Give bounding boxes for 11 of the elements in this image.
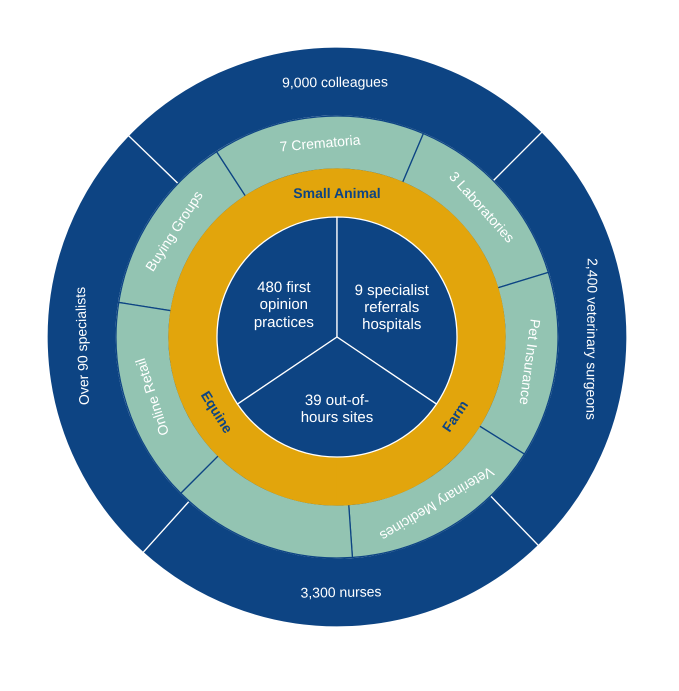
segment-label: 7 Crematoria	[279, 132, 362, 155]
segment-label: Pet Insurance	[516, 318, 544, 406]
segment-label: Online Retail	[132, 356, 172, 438]
sector-label: 39 out-of-hours sites	[300, 392, 374, 426]
segment-label: Over 90 specialists	[72, 286, 92, 406]
segment-label: 9,000 colleagues	[282, 73, 388, 90]
sector-label: 480 first opinion practices	[252, 279, 315, 331]
segment-label: 2,400 veterinary surgeons	[584, 258, 602, 420]
segment-label: Small Animal	[293, 184, 381, 202]
segment-label: 3,300 nurses	[300, 584, 382, 602]
sector-label: 9 specialist referrals hospitals	[354, 282, 430, 334]
